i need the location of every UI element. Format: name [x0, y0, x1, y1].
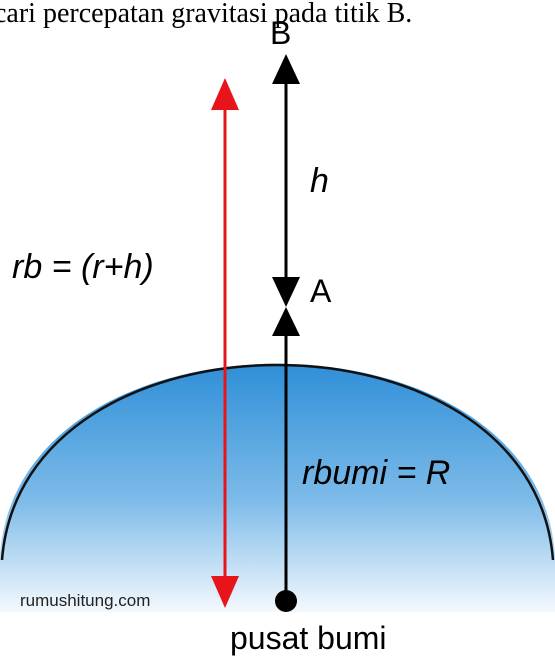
point-a-label: A	[310, 273, 332, 309]
earth-radius-label: rbumi = R	[302, 454, 450, 492]
earth-center-dot	[275, 590, 297, 612]
point-b-label: B	[270, 15, 291, 51]
caption-text: cari percepatan gravitasi pada titik B.	[0, 0, 412, 29]
red-arrow-head-top	[211, 78, 239, 110]
red-arrow-head-bottom	[211, 576, 239, 608]
height-arrow-head-top	[272, 54, 300, 84]
height-arrow-head-bottom	[272, 277, 300, 307]
watermark-text: rumushitung.com	[20, 591, 150, 610]
center-label: pusat bumi	[230, 620, 387, 656]
earth-body	[0, 363, 555, 612]
radius-arrow-head-top	[272, 307, 300, 336]
radius-b-label: rb = (r+h)	[12, 248, 154, 286]
height-label: h	[310, 162, 329, 200]
earth-surface-outline	[0, 363, 555, 561]
